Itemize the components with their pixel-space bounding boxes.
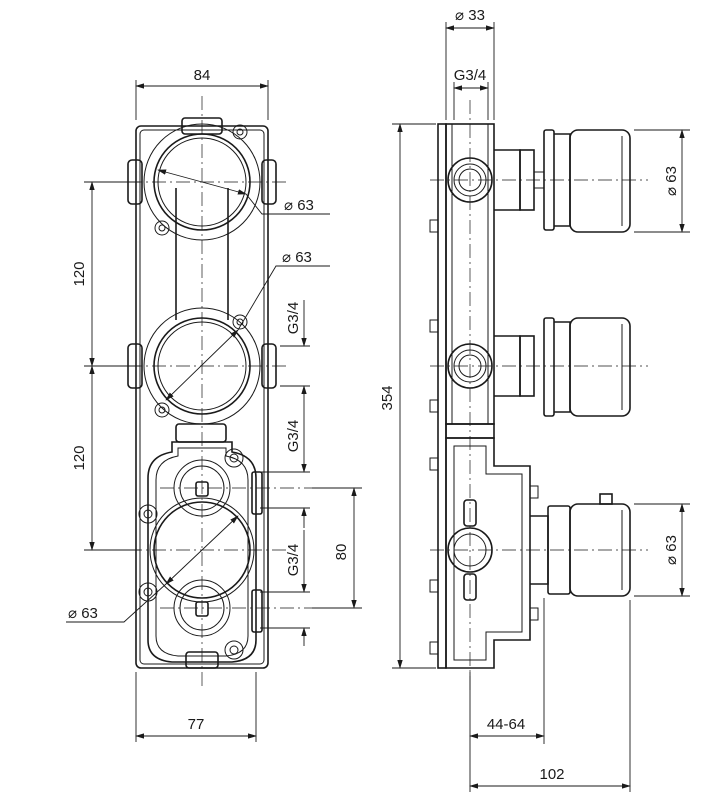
side-mounting-plate: [437, 123, 447, 669]
dim-front-thread-middle: G3/4: [285, 302, 302, 335]
dim-side-diameter-body: ⌀ 33: [455, 7, 485, 24]
dim-side-diameter-handle-top: ⌀ 63: [663, 166, 680, 196]
dim-front-outlet-spacing: 80: [333, 544, 350, 561]
side-view: ⌀ 33 G3/4 354 ⌀ 63 ⌀ 63 44-64 102: [379, 7, 690, 792]
dim-front-thread-lower-b: G3/4: [285, 544, 302, 577]
side-handle-middle: [494, 317, 631, 417]
dim-front-spacing-lower: 120: [71, 445, 88, 470]
dim-front-diameter-middle: ⌀ 63: [282, 249, 312, 266]
dim-side-depth-adjust: 44-64: [487, 716, 525, 733]
dim-front-width-bottom: 77: [188, 716, 205, 733]
side-thermostatic-body: [445, 423, 631, 669]
dim-front-diameter-bottom: ⌀ 63: [68, 605, 98, 622]
dim-side-thread-top: G3/4: [454, 67, 487, 84]
dim-front-spacing-upper: 120: [71, 261, 88, 286]
dim-side-height-total: 354: [379, 385, 396, 410]
front-view: 84 77 120 120 ⌀ 63 ⌀ 63 ⌀ 63 G3/4: [66, 67, 362, 742]
dim-front-width-top: 84: [194, 67, 211, 84]
dim-front-thread-lower-a: G3/4: [285, 420, 302, 453]
front-thermostatic-body: [138, 441, 263, 669]
dim-side-diameter-handle-bottom: ⌀ 63: [663, 535, 680, 565]
dim-side-depth-total: 102: [539, 766, 564, 783]
dim-front-diameter-top: ⌀ 63: [284, 197, 314, 214]
side-handle-top: [494, 129, 631, 233]
